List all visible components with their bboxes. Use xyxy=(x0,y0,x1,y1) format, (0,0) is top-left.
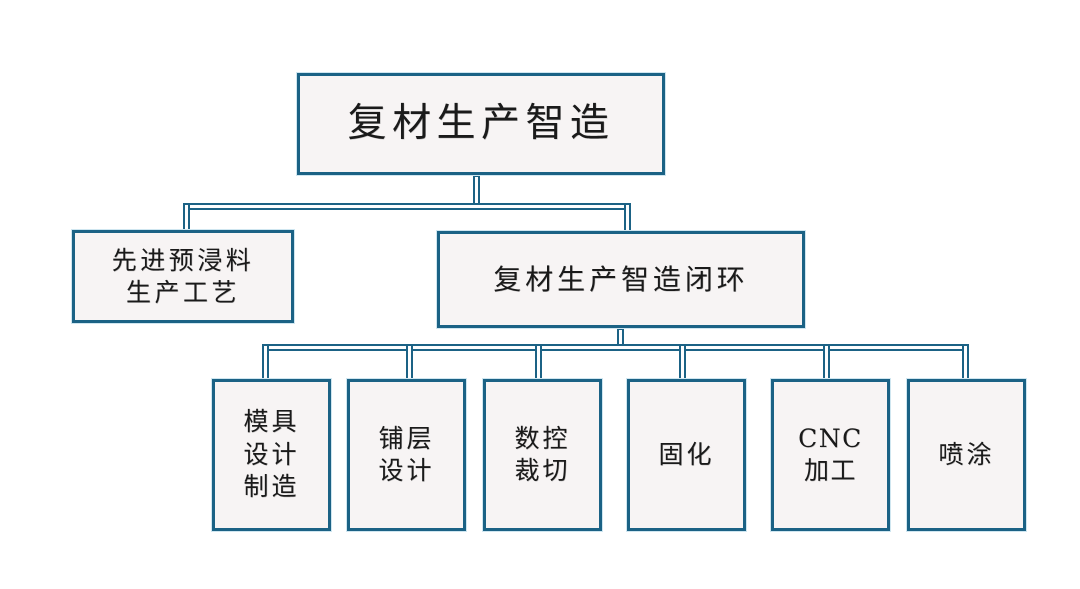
connector-to-leaf-2 xyxy=(535,344,542,382)
connector-to-leaf-3 xyxy=(679,344,686,382)
node-leaf-3-label: 固化 xyxy=(658,439,715,469)
node-branch-right-label: 复材生产智造闭环 xyxy=(493,262,749,296)
connector-root-to-branch-right xyxy=(624,203,631,234)
node-leaf-curing[interactable]: 固化 xyxy=(627,379,746,531)
node-leaf-2-label: 数控 裁切 xyxy=(514,423,571,486)
connector-to-leaf-5 xyxy=(962,344,969,382)
connector-level2-bus xyxy=(183,203,631,210)
connector-to-leaf-0 xyxy=(262,344,269,382)
node-root[interactable]: 复材生产智造 xyxy=(297,73,665,175)
node-leaf-0-label: 模具 设计 制造 xyxy=(243,407,300,502)
connector-root-to-branch-left xyxy=(183,203,190,233)
node-leaf-spraying[interactable]: 喷涂 xyxy=(907,379,1026,531)
connector-level3-bus xyxy=(262,344,969,351)
connector-to-leaf-4 xyxy=(823,344,830,382)
node-branch-right[interactable]: 复材生产智造闭环 xyxy=(437,231,805,328)
node-leaf-5-label: 喷涂 xyxy=(938,439,995,469)
node-leaf-cnc-machining[interactable]: CNC 加工 xyxy=(771,379,890,531)
node-root-label: 复材生产智造 xyxy=(347,101,615,147)
node-leaf-cnc-cutting[interactable]: 数控 裁切 xyxy=(483,379,602,531)
node-branch-left-label: 先进预浸料 生产工艺 xyxy=(111,245,255,307)
node-leaf-1-label: 铺层 设计 xyxy=(378,423,435,486)
connector-root-stem xyxy=(473,175,480,206)
connector-to-leaf-1 xyxy=(406,344,413,382)
node-leaf-4-label: CNC 加工 xyxy=(798,423,863,486)
node-leaf-ply-design[interactable]: 铺层 设计 xyxy=(347,379,466,531)
node-branch-left[interactable]: 先进预浸料 生产工艺 xyxy=(72,230,294,323)
node-leaf-mold-design[interactable]: 模具 设计 制造 xyxy=(212,379,331,531)
